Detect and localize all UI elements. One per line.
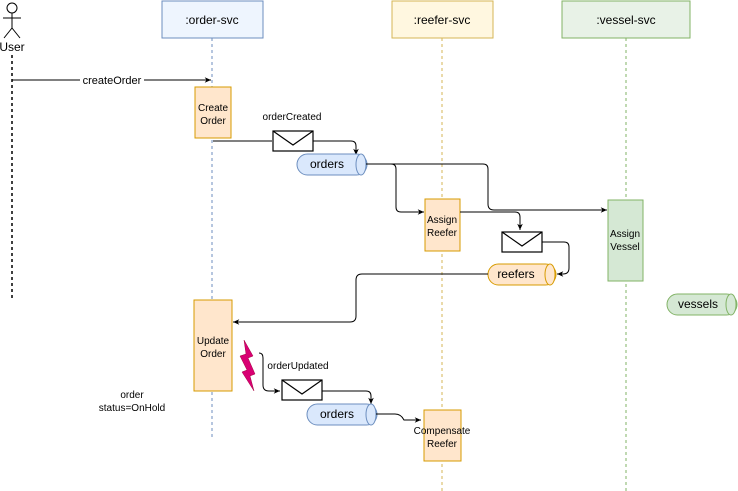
order-updated-label: orderUpdated [267, 361, 328, 372]
assign-reefer-line1: Assign [427, 215, 457, 226]
order-created-label: orderCreated [263, 112, 322, 123]
update-order-line1: Update [197, 336, 230, 347]
assign-vessel-line1: Assign [610, 229, 640, 240]
lifeline-vessel-svc: :vessel-svc [561, 0, 691, 39]
compensate-reefer-activation: Compensate Reefer [414, 409, 471, 462]
create-order-label: createOrder [83, 75, 142, 87]
error-lightning-icon [239, 339, 256, 392]
assign-vessel-activation: Assign Vessel [607, 199, 644, 282]
lifeline-reefer-svc: :reefer-svc [391, 0, 494, 39]
orders-topic-1-label: orders [310, 157, 344, 171]
lifeline-reefer-svc-label: :reefer-svc [414, 13, 471, 27]
order-status-note-line1: order [120, 390, 144, 401]
envelope-icon [281, 379, 323, 401]
update-order-activation: Update Order [193, 299, 233, 392]
update-order-line2: Order [200, 349, 226, 360]
assign-reefer-line2: Reefer [427, 228, 458, 239]
envelope-icon [272, 130, 314, 152]
assign-reefer-activation: Assign Reefer [424, 198, 461, 252]
assign-vessel-line2: Vessel [610, 242, 639, 253]
create-order-line1: Create [198, 103, 228, 114]
compensate-reefer-line1: Compensate [414, 426, 471, 437]
orders-topic-2-label: orders [320, 407, 354, 421]
vessels-topic-label: vessels [678, 297, 718, 311]
create-order-line2: Order [200, 116, 226, 127]
orders-topic-2: orders [306, 403, 378, 426]
lifeline-order-svc: :order-svc [161, 0, 264, 39]
orders-topic-1: orders [296, 153, 368, 176]
envelope-icon [501, 231, 543, 253]
compensate-reefer-line2: Reefer [427, 439, 458, 450]
user-label: User [0, 40, 25, 54]
reefers-topic-label: reefers [497, 267, 534, 281]
vessels-topic: vessels [666, 293, 738, 316]
lifeline-order-svc-label: :order-svc [185, 13, 238, 27]
lifeline-vessel-svc-label: :vessel-svc [596, 13, 655, 27]
order-status-note-line2: status=OnHold [99, 403, 165, 414]
create-order-activation: Create Order [194, 86, 232, 139]
reefers-topic: reefers [487, 263, 557, 286]
user-actor: User [0, 2, 25, 54]
